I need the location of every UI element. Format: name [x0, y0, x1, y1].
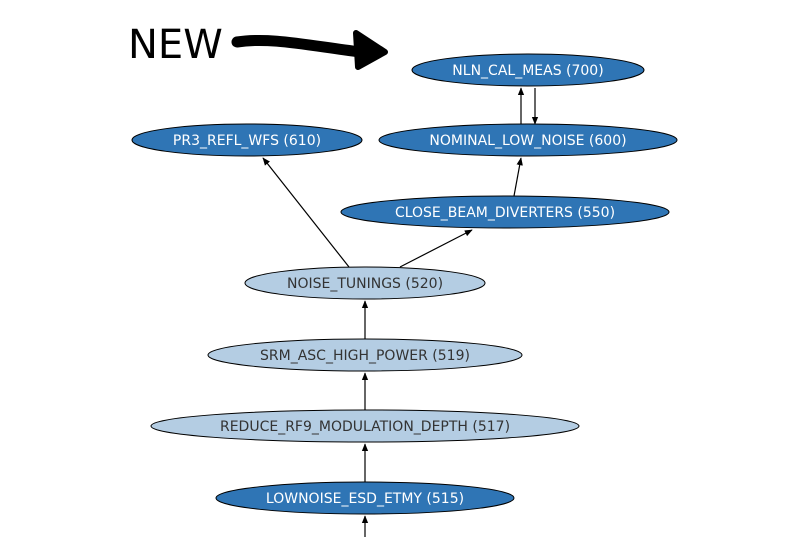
edge-nt-to-cbd	[399, 229, 473, 268]
node-label: LOWNOISE_ESD_ETMY (515)	[266, 491, 464, 507]
node-nom[interactable]: NOMINAL_LOW_NOISE (600)	[378, 123, 678, 157]
node-label: REDUCE_RF9_MODULATION_DEPTH (517)	[220, 419, 510, 435]
edge-cbd-to-nom	[513, 157, 523, 197]
node-shape[interactable]	[244, 266, 486, 300]
node-label: SRM_ASC_HIGH_POWER (519)	[260, 348, 470, 364]
edge-nt-to-pr3	[262, 157, 350, 268]
node-label: NOMINAL_LOW_NOISE (600)	[429, 133, 626, 149]
node-srm[interactable]: SRM_ASC_HIGH_POWER (519)	[207, 338, 523, 372]
nodes: NLN_CAL_MEAS (700) PR3_REFL_WFS (610) NOMI…	[131, 53, 678, 515]
new-arrow-icon	[231, 34, 366, 58]
node-shape[interactable]	[207, 338, 523, 372]
node-lne[interactable]: LOWNOISE_ESD_ETMY (515)	[215, 481, 515, 515]
new-annotation: NEW	[128, 22, 388, 70]
node-label: NOISE_TUNINGS (520)	[287, 276, 443, 292]
node-cbd[interactable]: CLOSE_BEAM_DIVERTERS (550)	[340, 195, 670, 229]
node-nt[interactable]: NOISE_TUNINGS (520)	[244, 266, 486, 300]
node-shape[interactable]	[378, 123, 678, 157]
node-label: NLN_CAL_MEAS (700)	[452, 63, 603, 79]
node-shape[interactable]	[411, 53, 645, 87]
node-pr3[interactable]: PR3_REFL_WFS (610)	[131, 123, 363, 157]
node-rrf[interactable]: REDUCE_RF9_MODULATION_DEPTH (517)	[150, 409, 580, 443]
edges	[262, 87, 539, 537]
node-shape[interactable]	[131, 123, 363, 157]
new-arrow-head-icon	[353, 30, 388, 70]
node-nln[interactable]: NLN_CAL_MEAS (700)	[411, 53, 645, 87]
node-shape[interactable]	[340, 195, 670, 229]
node-shape[interactable]	[215, 481, 515, 515]
new-label: NEW	[128, 22, 223, 68]
node-label: PR3_REFL_WFS (610)	[173, 133, 321, 149]
node-shape[interactable]	[150, 409, 580, 443]
node-label: CLOSE_BEAM_DIVERTERS (550)	[395, 205, 615, 221]
